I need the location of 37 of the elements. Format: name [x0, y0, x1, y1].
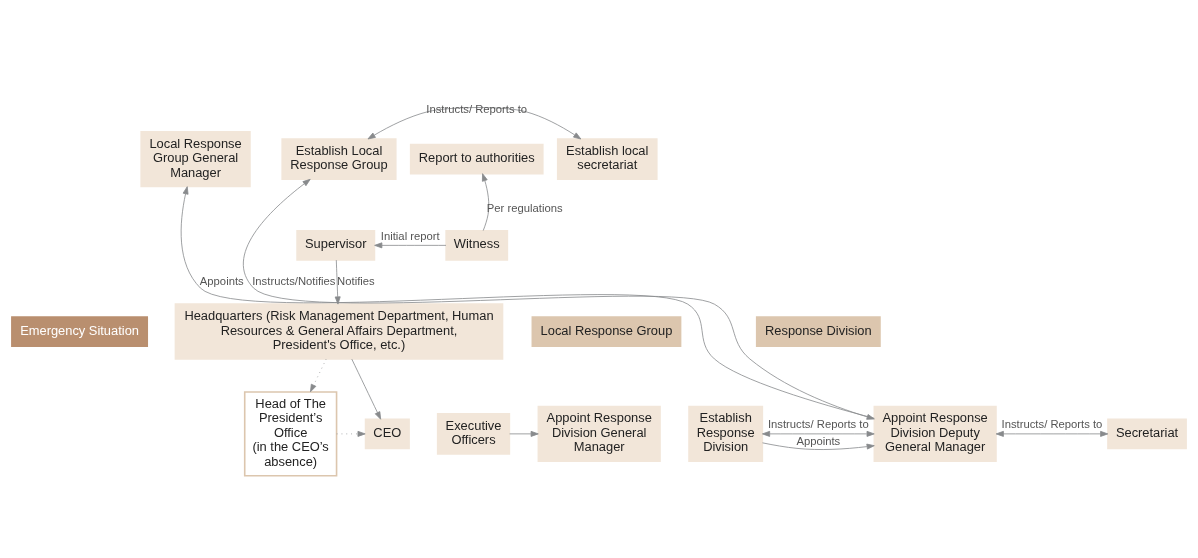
- node-box: Appoint Response Division General Manager: [537, 405, 661, 463]
- arrow: [310, 358, 327, 393]
- arrow: [509, 430, 539, 437]
- node-box: Response Division: [755, 316, 881, 347]
- node-box: Headquarters (Risk Management Department, Human Resources & General Affairs Department, President's Office, etc.): [174, 303, 504, 360]
- node-box: Appoint Response Division Deputy General Manager: [873, 405, 997, 463]
- arrow: [481, 173, 490, 231]
- edge-label: Per regulations: [486, 201, 563, 214]
- node-box: Local Response Group: [531, 316, 682, 347]
- node-box: CEO: [364, 418, 410, 450]
- node-box: Head of The President’s Office (in the CEO’s absence): [243, 391, 338, 477]
- node-box: Report to authorities: [409, 143, 544, 175]
- arrow: [995, 430, 1109, 437]
- node-box: Local Response Group General Manager: [140, 130, 251, 188]
- edge-label: Appoints: [796, 435, 841, 448]
- edge-label: Instructs/ Reports to: [1001, 418, 1103, 431]
- node-box: Emergency Situation: [11, 316, 149, 347]
- edge-label: Instructs/ Reports to: [426, 102, 528, 115]
- arrow: [334, 259, 341, 305]
- edge-label: Appoints: [199, 275, 244, 287]
- edge-label: Initial report: [380, 229, 440, 242]
- node-box: Supervisor: [296, 230, 376, 261]
- node-box: Executive Officers: [436, 412, 511, 455]
- node-box: Establish Response Division: [688, 405, 764, 463]
- arrow: [336, 430, 366, 437]
- arrow: [367, 107, 582, 140]
- edge-label: Instructs/Notifies: [252, 275, 336, 287]
- node-box: Establish Local Response Group: [281, 138, 397, 181]
- arrow: [762, 430, 875, 437]
- node-box: Establish local secretariat: [556, 138, 658, 181]
- node-box: Witness: [445, 230, 509, 261]
- edge-label: Instructs/ Reports to: [767, 418, 869, 431]
- edge-label: Notifies: [337, 275, 375, 287]
- node-box: Secretariat: [1107, 418, 1187, 450]
- arrow: [374, 242, 447, 249]
- arrow: [762, 442, 875, 450]
- arrow: [351, 358, 382, 420]
